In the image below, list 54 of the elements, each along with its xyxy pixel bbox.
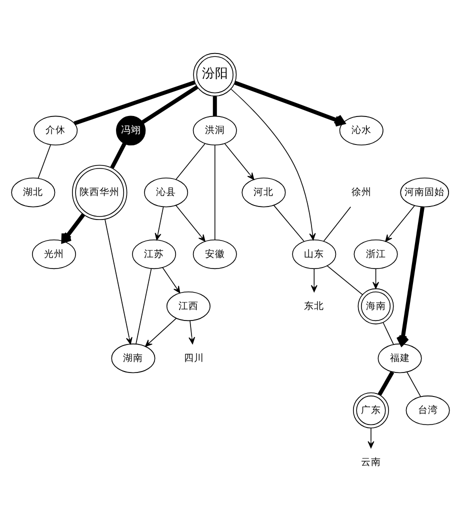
node-ellipse: 沁县 xyxy=(144,177,188,207)
connector xyxy=(110,142,126,168)
arrow xyxy=(396,206,425,346)
connector xyxy=(326,264,363,295)
arrow xyxy=(145,317,177,346)
arrow xyxy=(372,268,380,288)
node-ellipse: 沁水 xyxy=(339,115,384,145)
node-ellipse: 浙江 xyxy=(354,238,398,269)
node-ellipse: 江西 xyxy=(166,291,210,321)
node-text: 徐州 xyxy=(351,186,372,198)
node-circle: 海南 xyxy=(358,288,394,324)
node-text: 东北 xyxy=(304,300,324,312)
node-ellipse: 江苏 xyxy=(132,238,176,269)
node-ellipse: 河北 xyxy=(242,177,286,207)
connector xyxy=(382,322,394,344)
arrow xyxy=(104,218,132,344)
node-ellipse: 山东 xyxy=(292,238,336,269)
node-ellipse: 河南固始 xyxy=(400,177,450,207)
node-circle: 冯翊 xyxy=(116,115,146,145)
node-text: 云南 xyxy=(360,456,381,468)
connector xyxy=(378,370,394,396)
arrow xyxy=(310,268,318,292)
node-ellipse: 福建 xyxy=(378,343,422,373)
node-circle: 广东 xyxy=(352,392,389,428)
arrow xyxy=(162,266,180,293)
arrow xyxy=(385,204,415,242)
arrow xyxy=(61,212,85,243)
node-text: 四川 xyxy=(184,352,204,364)
connector xyxy=(142,84,198,124)
connector xyxy=(136,268,152,344)
arrow xyxy=(188,320,196,344)
node-circle: 陕西华州 xyxy=(72,164,128,220)
arrow xyxy=(230,88,316,240)
node-ellipse: 湖南 xyxy=(111,343,156,373)
arrow xyxy=(176,204,206,242)
arrow xyxy=(368,427,374,448)
connector xyxy=(176,142,206,180)
connector xyxy=(74,80,196,125)
connector xyxy=(214,144,216,240)
node-ellipse: 台湾 xyxy=(406,395,450,425)
node-ellipse: 湖北 xyxy=(11,177,56,207)
arrow xyxy=(234,80,346,126)
connector xyxy=(38,144,52,178)
connector xyxy=(323,206,352,242)
node-ellipse: 安徽 xyxy=(192,238,237,269)
arrow xyxy=(154,206,164,240)
node-ellipse: 洪洞 xyxy=(192,115,237,145)
connector xyxy=(274,204,304,242)
node-circle: 汾阳 xyxy=(193,52,237,96)
node-ellipse: 介休 xyxy=(34,115,78,145)
node-ellipse: 光州 xyxy=(32,238,76,269)
arrow xyxy=(224,142,254,180)
connector xyxy=(212,96,217,116)
connector xyxy=(406,371,421,396)
